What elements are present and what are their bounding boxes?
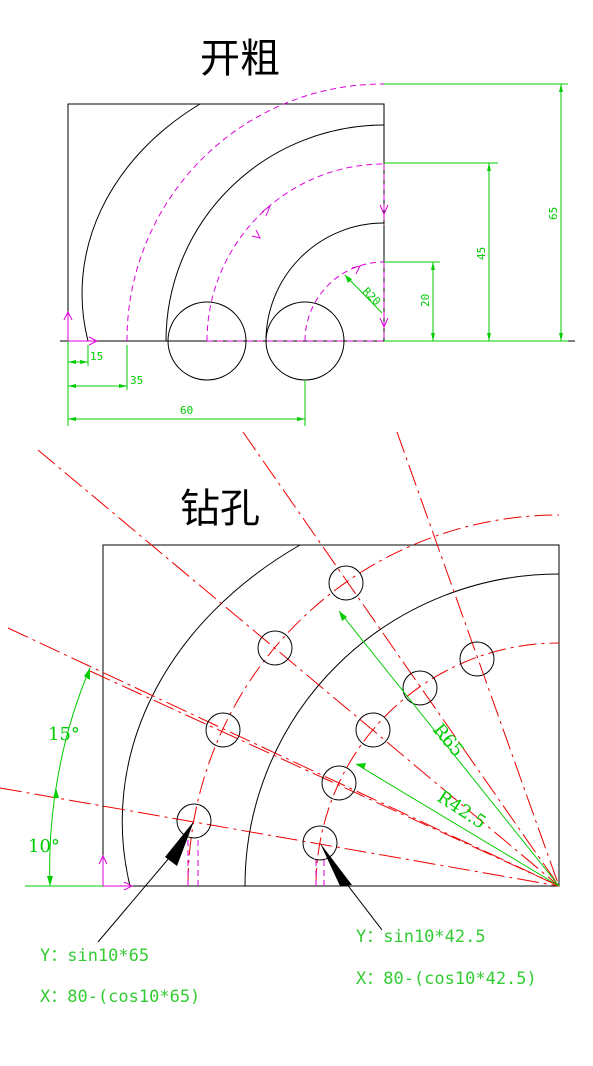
inner-arc xyxy=(265,222,385,342)
formula-left-y: Y：sin10*65 xyxy=(40,946,149,966)
formula-left-x: X：80-(cos10*65) xyxy=(40,987,200,1007)
origin-marker-1 xyxy=(63,310,99,346)
arrow-up-middle xyxy=(261,204,272,217)
centerline-25deg xyxy=(89,670,560,887)
dim-60: 60 xyxy=(180,404,193,417)
arrow-inner xyxy=(351,265,361,275)
dim-65: 65 xyxy=(547,207,560,220)
angle-10: 10° xyxy=(28,836,60,857)
leader-left xyxy=(97,821,194,943)
dimension-arrowheads xyxy=(68,84,563,421)
angle-arrowheads xyxy=(47,611,366,886)
hole-inner-5 xyxy=(459,641,495,677)
hole-inner-1 xyxy=(302,825,338,861)
leader-right xyxy=(320,843,383,931)
hole-outer-1 xyxy=(176,803,212,839)
toolpath-arrows xyxy=(251,204,389,329)
centerline-10deg xyxy=(0,787,560,887)
inner-arc-2 xyxy=(244,573,560,887)
toolpath-outer xyxy=(126,83,385,342)
origin-marker-2 xyxy=(98,854,134,891)
drilling-diagram: 钻孔 xyxy=(0,431,560,1007)
stock-outline xyxy=(67,103,385,342)
angle-15: 15° xyxy=(48,724,80,745)
drill-holes xyxy=(176,565,495,861)
centerline-70deg xyxy=(396,431,560,887)
formula-right-x: X：80-(cos10*42.5) xyxy=(356,969,537,989)
bolt-circle-r42 xyxy=(315,642,560,887)
centerline-40deg xyxy=(37,449,560,887)
radius-r65: R65 xyxy=(428,720,468,761)
hole-inner-3 xyxy=(355,712,391,748)
roughing-title: 开粗 xyxy=(200,36,280,82)
dimensions xyxy=(67,83,568,426)
outer-arc-2 xyxy=(121,544,301,887)
angle-dims xyxy=(25,610,560,887)
arrow-down-middle xyxy=(251,229,261,239)
hole-outer-4 xyxy=(328,565,364,601)
stock-outline-2 xyxy=(102,544,560,887)
hole-inner-4 xyxy=(402,670,438,706)
bolt-circle-r65 xyxy=(187,514,560,887)
toolpath-inner xyxy=(304,261,385,342)
middle-arc xyxy=(165,124,385,342)
centerline-55deg xyxy=(242,431,560,887)
radius-r42: R42.5 xyxy=(433,787,489,834)
centerlines xyxy=(0,431,560,887)
hole-inner-2 xyxy=(321,765,357,801)
entry-paths xyxy=(187,836,325,886)
dim-20: 20 xyxy=(419,294,432,307)
dim-45: 45 xyxy=(475,247,488,260)
centerline-25deg-ext xyxy=(7,627,560,887)
hole-outer-3 xyxy=(257,630,293,666)
hole-outer-2 xyxy=(205,712,241,748)
tool-paths xyxy=(126,83,385,342)
dim-r20: R20 xyxy=(360,285,383,308)
outer-arc xyxy=(81,103,201,342)
arrow-down-right xyxy=(379,204,389,216)
roughing-diagram: 开粗 xyxy=(60,36,575,426)
formula-right-y: Y：sin10*42.5 xyxy=(356,927,486,947)
dim-15: 15 xyxy=(90,350,103,363)
drilling-title: 钻孔 xyxy=(180,486,260,532)
toolpath-middle xyxy=(206,163,385,342)
dim-35: 35 xyxy=(130,374,143,387)
arrow-down-inner xyxy=(379,317,389,329)
